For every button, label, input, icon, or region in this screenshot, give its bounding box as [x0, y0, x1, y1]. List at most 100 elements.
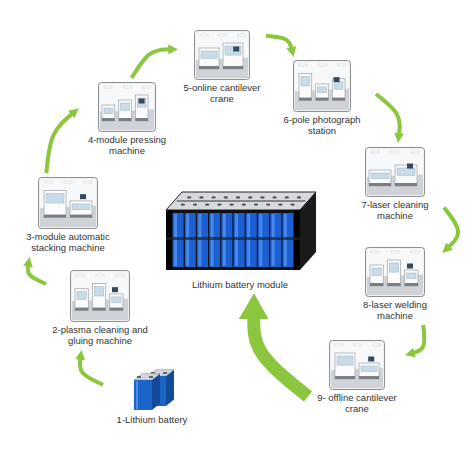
module-busbar — [177, 200, 306, 201]
flow-arrow — [376, 94, 400, 135]
module-terminal — [266, 203, 270, 205]
ceiling-light — [44, 181, 52, 183]
ceiling-light — [299, 64, 307, 66]
flow-arrow — [28, 265, 46, 284]
station-label: Lithium battery module — [170, 279, 310, 290]
machine-base — [75, 308, 88, 311]
product-node: Lithium battery module — [158, 180, 322, 292]
module-terminal — [272, 196, 276, 198]
machine-base — [44, 215, 66, 218]
machine-body — [102, 105, 115, 121]
machine-base — [92, 308, 105, 311]
machine-base — [359, 376, 379, 379]
ceiling-light — [123, 86, 131, 88]
flow-arrow — [254, 317, 308, 396]
cell-top — [134, 374, 160, 380]
module-terminal — [217, 203, 221, 205]
machine-base — [102, 118, 115, 121]
module-terminal — [224, 196, 228, 198]
module-front — [166, 210, 300, 270]
control-screen — [407, 164, 413, 169]
ceiling-light — [372, 344, 380, 346]
ceiling-light — [200, 34, 208, 36]
machine-window — [46, 194, 64, 203]
process-station: 7-laser cleaning machine — [348, 145, 442, 223]
module-terminal — [278, 203, 282, 205]
machine-base — [110, 308, 123, 311]
flow-arrow — [444, 207, 458, 247]
battery-cell-illustration — [126, 364, 178, 412]
module-terminal — [285, 196, 289, 198]
cell-highlight — [136, 381, 138, 409]
station-photo — [365, 247, 425, 297]
station-photo — [38, 177, 98, 229]
machine-body — [44, 191, 66, 218]
machine-body — [299, 74, 312, 101]
flow-arrow — [46, 113, 72, 173]
control-screen — [334, 77, 340, 82]
station-photo — [98, 82, 156, 132]
ceiling-light — [371, 251, 379, 253]
machine-body — [110, 294, 123, 311]
station-label: 9- offline cantilever crane — [312, 392, 402, 414]
station-label: 3-module automatic stacking machine — [16, 231, 120, 253]
machine-base — [299, 98, 312, 101]
station-label: 4-module pressing machine — [82, 134, 172, 156]
machine-body — [335, 353, 355, 379]
control-screen — [368, 357, 374, 362]
machine-window — [361, 366, 377, 372]
machine-body — [405, 270, 418, 286]
cell-terminal — [163, 372, 167, 374]
machine-body — [92, 284, 105, 311]
machine-window — [407, 273, 416, 279]
ceiling-light — [338, 64, 346, 66]
machine-window — [137, 98, 146, 107]
control-screen — [139, 99, 145, 104]
module-terminal — [248, 196, 252, 198]
flow-arrow — [80, 358, 103, 385]
machine-base — [335, 376, 355, 379]
photo-frame — [39, 178, 98, 229]
ceiling-light — [237, 34, 245, 36]
photo-frame — [366, 248, 425, 297]
control-screen — [112, 287, 118, 292]
ceiling-light — [96, 274, 104, 276]
module-terminal — [193, 203, 197, 205]
machine-base — [119, 118, 132, 121]
machine-body — [370, 265, 383, 286]
ceiling-light — [84, 181, 92, 183]
flow-arrow — [266, 36, 292, 49]
battery-module-illustration — [160, 182, 320, 277]
station-photo — [194, 30, 250, 80]
module-terminal — [297, 196, 301, 198]
ceiling-light — [354, 344, 362, 346]
module-terminal — [199, 196, 203, 198]
module-terminal — [242, 203, 246, 205]
module-terminal — [254, 203, 258, 205]
cell-terminal — [149, 376, 153, 378]
module-terminal — [205, 203, 209, 205]
station-photo — [329, 340, 385, 390]
machine-base — [369, 183, 391, 186]
machine-body — [223, 43, 243, 69]
ceiling-light — [411, 251, 419, 253]
machine-base — [70, 215, 92, 218]
ceiling-light — [116, 274, 124, 276]
machine-window — [371, 173, 389, 179]
module-top — [166, 192, 316, 210]
machine-body — [369, 170, 391, 186]
process-station: 5-online cantilever crane — [180, 28, 264, 106]
machine-window — [77, 292, 86, 300]
machine-base — [316, 98, 329, 101]
photo-frame — [99, 83, 156, 132]
machine-body — [135, 95, 148, 121]
machine-base — [199, 66, 219, 69]
module-terminal — [211, 196, 215, 198]
machine-base — [405, 283, 418, 286]
module-terminal — [290, 203, 294, 205]
ceiling-light — [371, 151, 379, 153]
machine-window — [121, 103, 130, 110]
process-station: 2-plasma cleaning and gluing machine — [48, 268, 152, 348]
flow-arrow — [413, 325, 425, 353]
